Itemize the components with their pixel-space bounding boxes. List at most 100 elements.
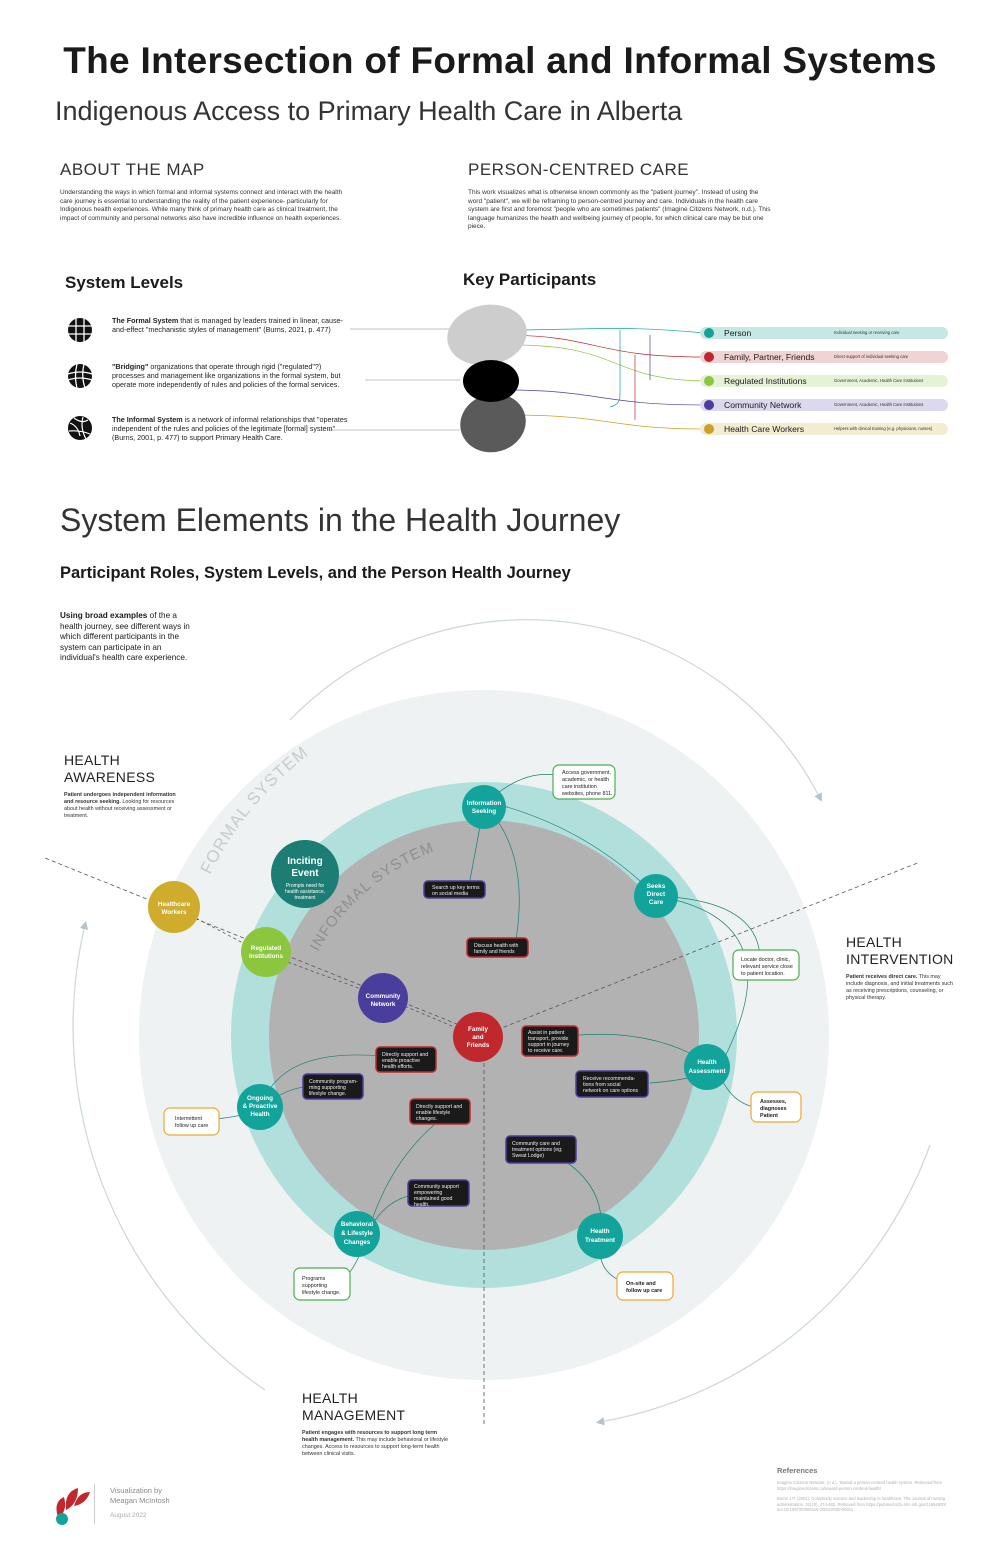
phase-health-management: HEALTH MANAGEMENT Patient engages with r…: [302, 1390, 449, 1457]
svg-text:family and friends: family and friends: [474, 949, 515, 955]
callout-program: Community program-ming supportinglifesty…: [302, 1073, 364, 1100]
svg-text:network on care options: network on care options: [583, 1088, 638, 1094]
participant-family: Family, Partner, Friends Direct support …: [700, 351, 948, 363]
node-information-seeking: Information Seeking: [462, 785, 506, 829]
person-centred-heading: PERSON-CENTRED CARE: [468, 160, 690, 179]
svg-text:maintained good: maintained good: [414, 1196, 452, 1202]
svg-text:care institution: care institution: [562, 784, 597, 790]
participant-regulated: Regulated Institutions Government, Acade…: [700, 375, 948, 387]
svg-text:health.: health.: [414, 1202, 430, 1208]
svg-text:Family: Family: [468, 1026, 488, 1033]
globe-bridging-icon: [67, 363, 93, 389]
node-ongoing-proactive-health: Ongoing & Proactive Health: [237, 1084, 283, 1130]
svg-text:Ongoing: Ongoing: [247, 1095, 273, 1102]
svg-text:Information: Information: [467, 800, 502, 807]
svg-text:relevant service close: relevant service close: [741, 964, 793, 970]
svg-text:Inciting: Inciting: [287, 856, 323, 867]
svg-text:Sweat Lodge): Sweat Lodge): [512, 1153, 544, 1159]
svg-text:on social media: on social media: [432, 891, 468, 897]
globe-network-icon: [68, 416, 92, 440]
person-centred-body: This work visualizes what is otherwise k…: [468, 189, 771, 230]
svg-text:Network: Network: [371, 1001, 396, 1008]
globe-grid-icon: [68, 318, 92, 342]
callout-locate: Locate doctor, clinic,relevant service c…: [732, 949, 800, 981]
key-participants-blobs: [447, 304, 706, 453]
svg-text:Directly support and: Directly support and: [416, 1104, 462, 1110]
node-family-and-friends: Family and Friends: [453, 1012, 503, 1062]
svg-text:to patient location.: to patient location.: [741, 971, 785, 977]
svg-text:Prompts need for: Prompts need for: [286, 883, 325, 889]
svg-text:& Proactive: & Proactive: [243, 1103, 278, 1110]
node-health-treatment: Health Treatment: [577, 1213, 623, 1259]
phase-health-awareness: HEALTH AWARENESS Patient undergoes indep…: [64, 752, 176, 819]
svg-text:Health: Health: [590, 1228, 609, 1235]
participant-community: Community Network Government, Academic, …: [700, 399, 948, 411]
svg-text:Assist in patient: Assist in patient: [528, 1030, 565, 1036]
svg-text:Programs: Programs: [302, 1276, 326, 1282]
svg-text:Receive recommenda-: Receive recommenda-: [583, 1076, 635, 1082]
svg-text:changes.: changes.: [416, 1116, 437, 1122]
svg-text:Assesses,: Assesses,: [760, 1099, 787, 1105]
participant-healthcare-workers: Health Care Workers Helpers with clinica…: [700, 423, 948, 435]
page-subtitle: Indigenous Access to Primary Health Care…: [55, 96, 683, 126]
svg-text:Directly support and: Directly support and: [382, 1052, 428, 1058]
node-inciting-event: Inciting Event Prompts need for health a…: [271, 840, 339, 908]
svg-text:follow up care: follow up care: [175, 1123, 208, 1129]
svg-text:academic, or health: academic, or health: [562, 777, 609, 783]
svg-text:Seeks: Seeks: [647, 883, 666, 890]
participant-dot: [704, 376, 714, 386]
svg-text:enable proactive: enable proactive: [382, 1058, 420, 1064]
svg-text:Locate doctor, clinic,: Locate doctor, clinic,: [741, 957, 790, 963]
about-body: Understanding the ways in which formal a…: [60, 189, 343, 222]
references-heading: References: [777, 1466, 818, 1475]
node-health-assessment: Health Assessment: [684, 1044, 730, 1090]
footer-divider: [94, 1484, 95, 1524]
svg-text:Health: Health: [250, 1111, 269, 1118]
credit: Visualization by Meagan McIntosh: [110, 1486, 170, 1505]
svg-text:Assessment: Assessment: [688, 1068, 726, 1075]
svg-text:diagnoses: diagnoses: [760, 1106, 787, 1112]
participant-dot: [704, 352, 714, 362]
participant-dot: [704, 400, 714, 410]
svg-text:Health: Health: [697, 1059, 716, 1066]
reference-1: Imagine Citizens Network. (n.d.). Toward…: [777, 1480, 942, 1491]
svg-text:Community care and: Community care and: [512, 1141, 560, 1147]
credit-date: August 2022: [110, 1512, 147, 1519]
svg-text:websites, phone 811.: websites, phone 811.: [561, 791, 613, 797]
svg-text:Friends: Friends: [467, 1042, 490, 1049]
svg-text:lifestyle change.: lifestyle change.: [302, 1290, 341, 1296]
callout-access: Access government,academic, or healthcar…: [552, 764, 616, 800]
elements-heading: System Elements in the Health Journey: [60, 502, 621, 538]
svg-text:Access government,: Access government,: [562, 770, 611, 776]
svg-text:Intermittent: Intermittent: [175, 1116, 202, 1122]
svg-text:Institutions: Institutions: [249, 953, 283, 960]
system-level-informal: The Informal System is a network of info…: [112, 415, 348, 443]
svg-text:Regulated: Regulated: [251, 945, 282, 952]
svg-text:enable lifestyle: enable lifestyle: [416, 1110, 450, 1116]
system-level-formal: The Formal System that is managed by lea…: [112, 316, 343, 335]
svg-text:health assistance,: health assistance,: [285, 889, 325, 895]
svg-text:treatment options (eg;: treatment options (eg;: [512, 1147, 562, 1153]
svg-text:Discuss health with: Discuss health with: [474, 943, 519, 949]
system-levels-graphics: [67, 318, 460, 440]
svg-text:Behavioral: Behavioral: [341, 1221, 373, 1228]
svg-text:Event: Event: [291, 868, 319, 879]
phase-health-intervention: HEALTH INTERVENTION Patient receives dir…: [846, 934, 954, 1001]
svg-text:Treatment: Treatment: [585, 1237, 616, 1244]
svg-text:Community: Community: [366, 993, 401, 1000]
node-regulated-institutions: Regulated Institutions: [241, 927, 291, 977]
svg-text:follow up care: follow up care: [626, 1288, 662, 1294]
svg-text:Community support: Community support: [414, 1184, 460, 1190]
participant-dot: [704, 328, 714, 338]
svg-text:Community program-: Community program-: [309, 1079, 358, 1085]
node-community-network: Community Network: [358, 973, 408, 1023]
svg-text:Workers: Workers: [161, 909, 187, 916]
svg-text:support in journey: support in journey: [528, 1042, 570, 1048]
